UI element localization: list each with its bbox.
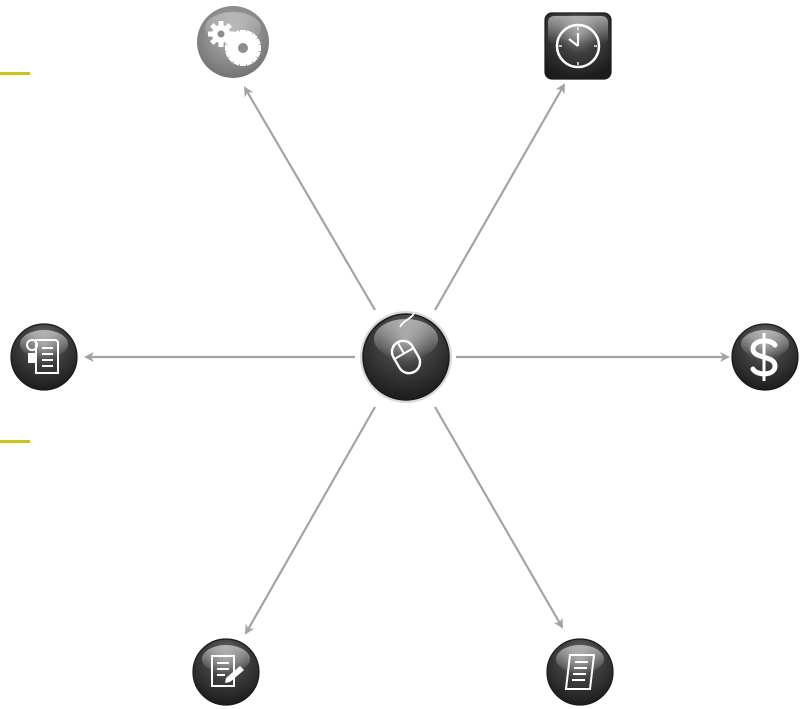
dollar-icon[interactable] bbox=[731, 323, 799, 391]
document-edit-icon[interactable] bbox=[192, 638, 260, 706]
gears-icon[interactable] bbox=[197, 6, 269, 78]
clock-icon[interactable] bbox=[544, 12, 612, 80]
computer-mouse-icon[interactable] bbox=[360, 311, 452, 403]
arrow-to-document bbox=[434, 406, 563, 629]
accent-line-bottom bbox=[0, 440, 30, 443]
arrow-to-settings bbox=[243, 86, 376, 311]
arrow-to-edit-document bbox=[245, 406, 376, 635]
arrow-to-time bbox=[434, 83, 565, 311]
accent-line-top bbox=[0, 72, 30, 75]
id-card-document-icon[interactable] bbox=[10, 323, 78, 391]
spokes bbox=[84, 83, 730, 635]
scroll-document-icon[interactable] bbox=[546, 638, 614, 706]
